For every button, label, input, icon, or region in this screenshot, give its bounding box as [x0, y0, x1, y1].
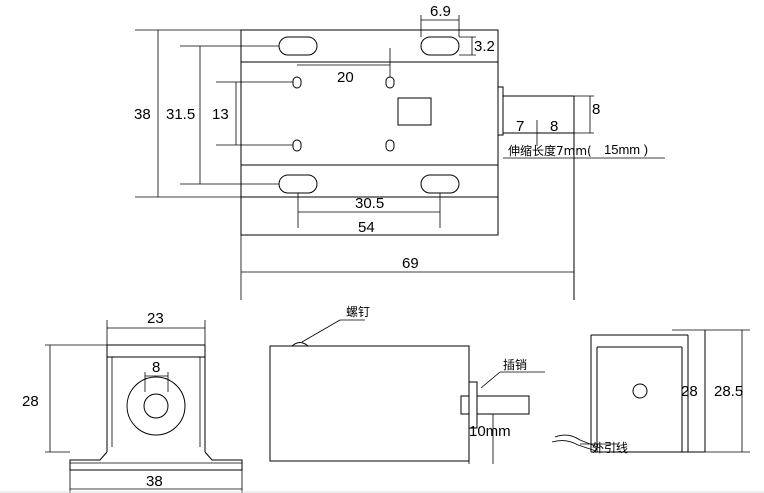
mounting-hole [385, 139, 395, 152]
dim-label-plunger-7: 7 [516, 118, 524, 135]
side-view: 螺钉 插销 10mm [269, 305, 545, 464]
mounting-slot [278, 174, 318, 194]
dim-label-front-height: 28 [22, 393, 39, 410]
dim-label-slot-height: 3.2 [474, 38, 495, 55]
mounting-slot [420, 36, 460, 56]
pin-length-label: 10mm [469, 423, 511, 440]
side-screw [291, 342, 309, 347]
lead-wire [551, 440, 597, 452]
front-base [69, 451, 243, 471]
side-body [269, 345, 470, 462]
top-view: 6.9 3.2 38 31.5 13 20 30.5 54 69 8 7 8 伸… [134, 3, 665, 300]
front-view: 23 28 8 38 [22, 310, 243, 493]
side-pin-stub [460, 395, 470, 415]
mounting-hole [385, 76, 395, 89]
front-plunger-outer [126, 376, 186, 436]
stroke-length-label: 伸缩长度7mm( [508, 143, 592, 158]
mounting-slot [420, 174, 460, 194]
screw-label: 螺钉 [346, 305, 370, 319]
right-mount-hole [632, 383, 648, 399]
pin-label: 插销 [503, 358, 527, 372]
mounting-hole [292, 139, 302, 152]
dim-label-hole-horizontal: 20 [337, 69, 354, 86]
dim-label-slot-spacing: 31.5 [166, 106, 195, 123]
mounting-hole [292, 76, 302, 89]
dim-label-front-plunger: 8 [152, 359, 160, 376]
side-pin-flange [468, 381, 478, 429]
dim-label-hole-vertical: 13 [212, 106, 229, 123]
dim-label-front-top-width: 23 [147, 310, 164, 327]
screw-leader [301, 319, 341, 343]
plunger [497, 86, 504, 136]
right-view: 28 28.5 外引线 [551, 329, 750, 455]
dim-label-right-height-outer: 28.5 [714, 383, 743, 400]
dim-label-plunger-8: 8 [550, 118, 558, 135]
dim-label-slot-horizontal: 30.5 [355, 195, 384, 212]
side-pin [476, 395, 530, 415]
stroke-length-overlay: 15mm ) [604, 142, 648, 157]
lead-wire [554, 434, 601, 449]
center-square [397, 97, 432, 126]
dim-label-overall-length: 69 [402, 255, 419, 272]
dim-label-body-length: 54 [358, 219, 375, 236]
mounting-slot [278, 36, 318, 56]
dim-label-right-height-inner: 28 [681, 383, 698, 400]
dim-label-slot-width: 6.9 [430, 3, 451, 20]
pin-leader [480, 371, 501, 389]
dim-label-plunger-diameter: 8 [592, 101, 600, 118]
dim-label-overall-height: 38 [134, 106, 151, 123]
dim-label-front-base-width: 38 [146, 473, 163, 490]
front-plunger-inner [143, 393, 169, 419]
lead-wire-label: 外引线 [592, 441, 628, 455]
